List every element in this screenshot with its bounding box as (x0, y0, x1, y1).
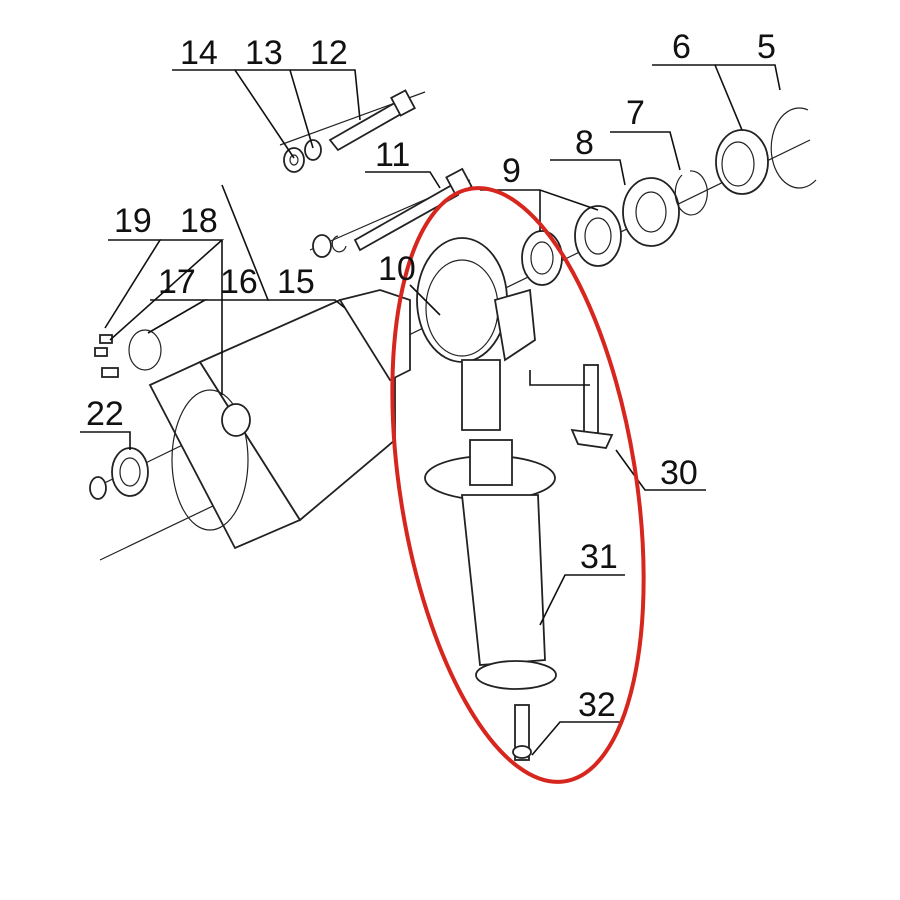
part-17-oring (128, 329, 162, 371)
label-30: 30 (660, 454, 698, 492)
label-5: 5 (757, 28, 776, 66)
label-10: 10 (378, 250, 416, 288)
part-32-pin (512, 704, 532, 761)
part-5-circlip (770, 107, 817, 189)
label-11: 11 (375, 136, 410, 174)
part-18-19-pins (94, 334, 119, 378)
part-12-bolt (328, 89, 416, 152)
part-30-screw (570, 364, 614, 449)
part-11-bolt (312, 167, 473, 258)
part-10-clamp (416, 237, 536, 431)
part-13-washer (304, 139, 322, 161)
part-9-bearings (521, 205, 622, 286)
part-labels: 14 13 12 11 9 8 7 6 5 19 18 17 16 15 10 … (86, 28, 776, 724)
part-16-housing (148, 298, 396, 550)
label-18: 18 (180, 202, 218, 240)
label-16: 16 (220, 263, 258, 301)
part-8-ring (622, 177, 680, 247)
label-19: 19 (114, 202, 152, 240)
label-13: 13 (245, 34, 283, 72)
label-22: 22 (86, 395, 124, 433)
label-8: 8 (575, 124, 594, 162)
label-32: 32 (578, 686, 616, 724)
label-14: 14 (180, 34, 218, 72)
part-7-circlip (674, 170, 708, 216)
part-14-washer (283, 147, 305, 173)
label-31: 31 (580, 538, 618, 576)
part-22-bearing (89, 447, 149, 500)
part-31-handle (424, 439, 557, 690)
label-7: 7 (626, 94, 645, 132)
part-6-bearing (715, 129, 769, 195)
label-6: 6 (672, 28, 691, 66)
label-15: 15 (277, 263, 315, 301)
leader-lines (80, 64, 781, 756)
label-12: 12 (310, 34, 348, 72)
highlight-ellipse (390, 186, 646, 784)
label-9: 9 (502, 152, 521, 190)
label-17: 17 (158, 263, 196, 301)
